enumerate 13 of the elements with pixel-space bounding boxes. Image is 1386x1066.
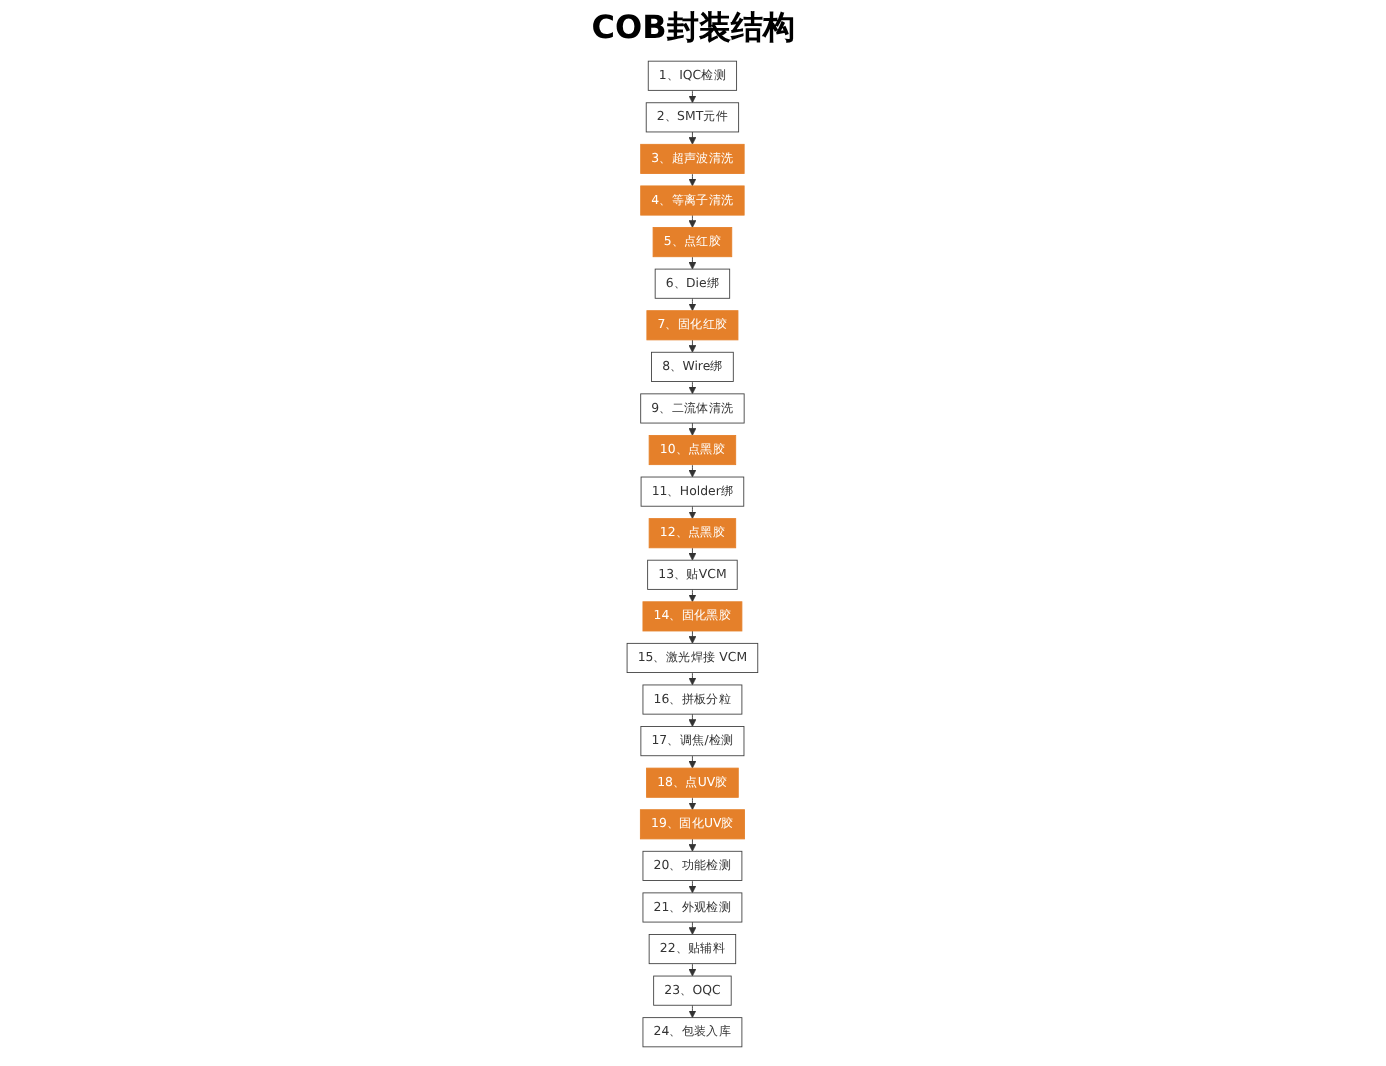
arrow bbox=[689, 630, 697, 644]
arrow bbox=[689, 339, 697, 353]
arrow bbox=[689, 713, 697, 727]
arrow bbox=[689, 464, 697, 478]
arrow bbox=[689, 381, 697, 395]
diagram-title: COB封装结构 bbox=[591, 8, 795, 50]
arrow bbox=[689, 547, 697, 561]
arrow bbox=[689, 214, 697, 228]
arrow bbox=[689, 173, 697, 187]
arrow bbox=[689, 880, 697, 894]
arrow bbox=[689, 672, 697, 686]
arrow bbox=[689, 921, 697, 935]
arrow bbox=[689, 963, 697, 977]
